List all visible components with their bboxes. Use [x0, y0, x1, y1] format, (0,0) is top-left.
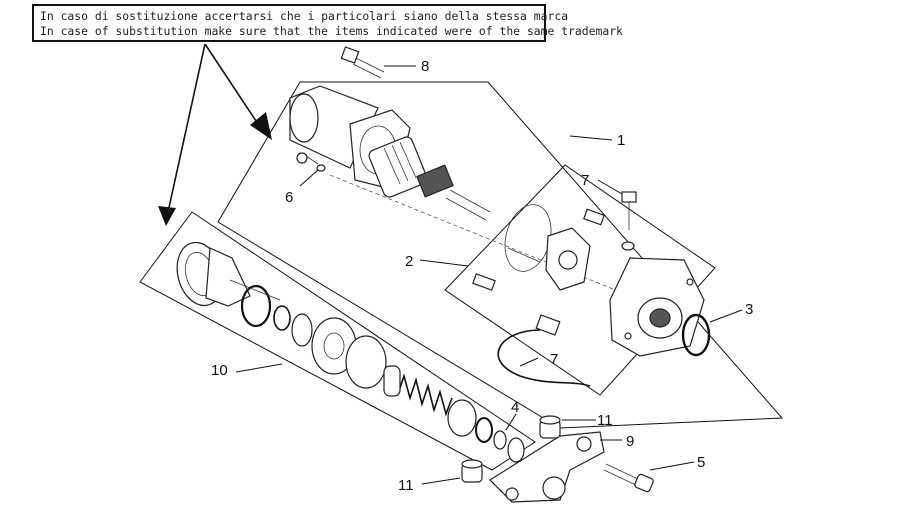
bracket-part-9	[489, 431, 605, 503]
leader-lines	[235, 65, 743, 485]
armature	[368, 136, 491, 221]
group-frame-10	[139, 211, 536, 471]
bolt-part-5	[603, 463, 654, 493]
gear-housing	[176, 241, 281, 307]
callout-7-cable: 7	[550, 351, 558, 368]
callout-9: 9	[626, 433, 634, 450]
note-arrows	[158, 43, 272, 226]
ring-a	[240, 284, 272, 328]
callout-4: 4	[511, 399, 519, 416]
callout-3: 3	[745, 301, 753, 318]
callout-11-upper: 11	[597, 412, 613, 429]
callout-5: 5	[697, 454, 705, 471]
note-line-italian: In caso di sostituzione accertarsi che i…	[40, 9, 569, 23]
cable-part-7	[497, 314, 591, 387]
bearing-stack	[447, 399, 525, 463]
callout-8: 8	[421, 58, 429, 75]
screw-part-7	[621, 191, 637, 251]
screw-part-6	[296, 152, 326, 172]
brush-plate-assembly	[472, 204, 605, 291]
callout-10: 10	[211, 362, 228, 379]
substitution-note-box	[32, 4, 546, 42]
callout-6: 6	[285, 189, 293, 206]
pinion-gear	[291, 313, 387, 389]
callout-7-screw: 7	[581, 172, 589, 189]
bushing-part-11-lower	[461, 459, 483, 483]
callout-11-lower: 11	[398, 477, 414, 494]
end-cover	[609, 257, 705, 357]
ring-b	[273, 305, 291, 331]
spring	[383, 365, 453, 417]
bushing-part-11-upper	[539, 415, 561, 439]
bolt-part-8	[340, 46, 385, 79]
group-frame-1	[217, 81, 784, 429]
callout-2: 2	[405, 253, 413, 270]
o-ring-part-3	[681, 313, 711, 357]
callout-1: 1	[617, 132, 625, 149]
note-line-english: In case of substitution make sure that t…	[40, 24, 623, 38]
